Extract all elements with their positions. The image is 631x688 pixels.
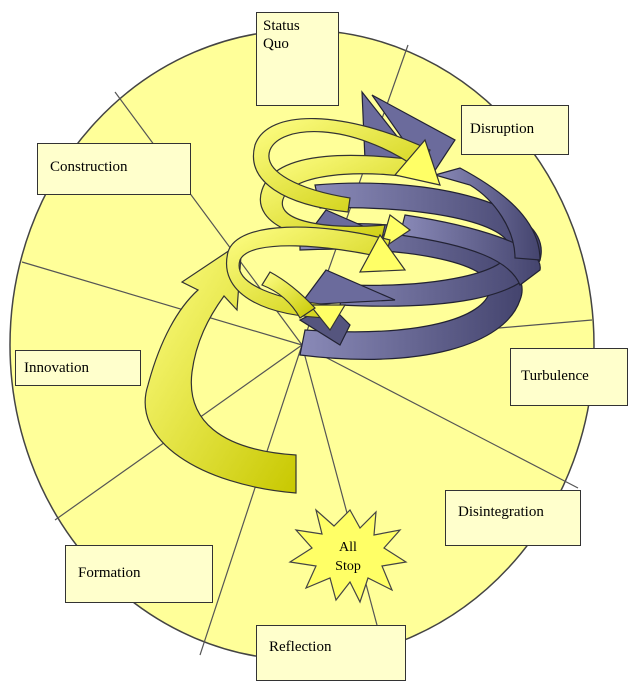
construction-text: Construction: [50, 159, 128, 175]
construction-label: Construction: [37, 143, 191, 195]
turbulence-label: Turbulence: [510, 348, 628, 406]
disruption-label: Disruption: [461, 105, 569, 155]
disintegration-text: Disintegration: [458, 504, 544, 520]
reflection-text: Reflection: [269, 639, 331, 655]
disintegration-label: Disintegration: [445, 490, 581, 546]
reflection-label: Reflection: [256, 625, 406, 681]
disruption-text: Disruption: [470, 121, 534, 137]
all-stop-text: All Stop: [322, 538, 374, 576]
status-quo-label: Status Quo: [256, 12, 339, 106]
innovation-text: Innovation: [24, 360, 89, 376]
formation-text: Formation: [78, 565, 141, 581]
innovation-label: Innovation: [15, 350, 141, 386]
formation-label: Formation: [65, 545, 213, 603]
turbulence-text: Turbulence: [521, 368, 589, 384]
status-quo-text: Status Quo: [263, 18, 300, 52]
